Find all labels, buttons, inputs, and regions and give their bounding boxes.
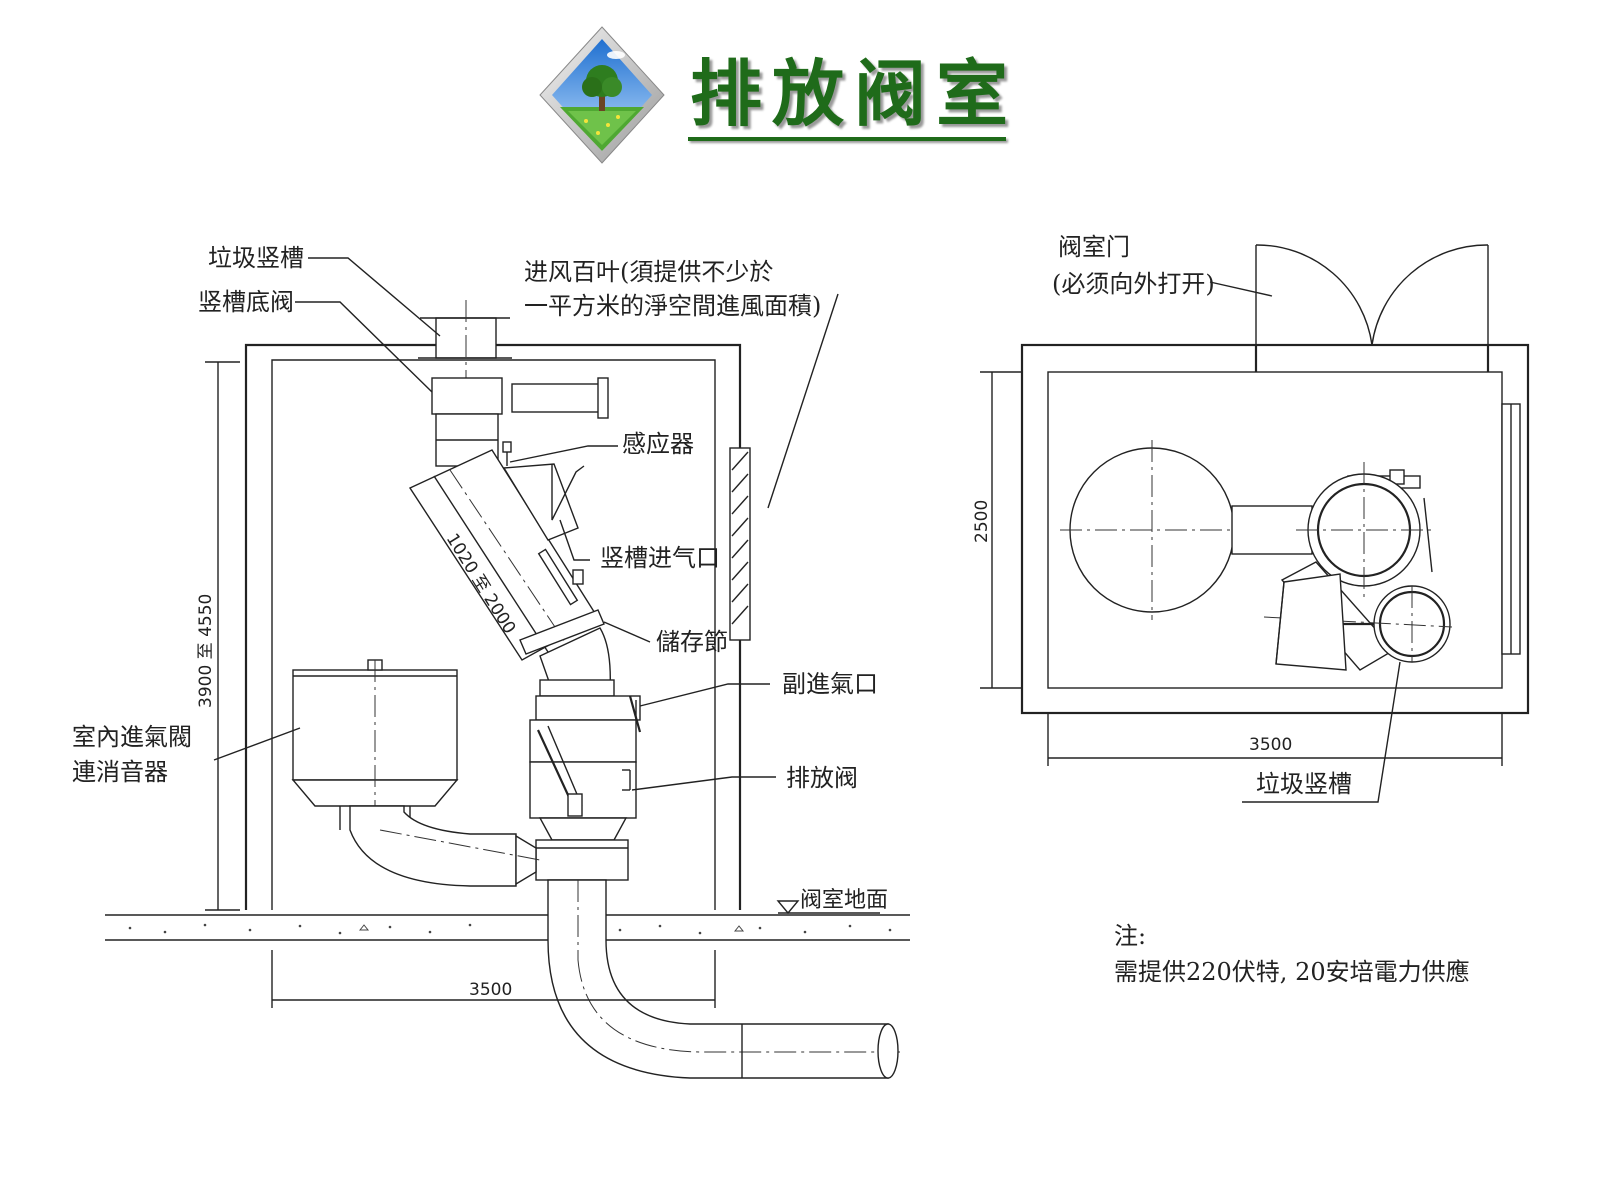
room-floor-label: 阀室地面 (800, 888, 888, 913)
chute-air-inlet-label: 竖槽进气口 (600, 544, 720, 572)
intake-duct (349, 805, 541, 887)
plan-outer-wall (1020, 343, 1530, 715)
room-floor-marker: 阀室地面 (776, 888, 888, 915)
chute-air-inlet (502, 463, 585, 541)
width-dimension: 3500 (271, 950, 716, 1008)
pipe-junction (535, 839, 629, 881)
garbage-chute-label: 垃圾竖槽 (208, 244, 304, 272)
sensor (502, 441, 512, 466)
plan-discharge-valve (1296, 462, 1433, 600)
garbage-chute-top (418, 300, 512, 470)
louver (729, 447, 751, 641)
elevation-view: 阀室地面 (72, 244, 910, 1079)
room-door-label-line1: 阀室门 (1058, 233, 1130, 261)
plan-chute-circle (1263, 573, 1453, 671)
indoor-air-intake-silencer (291, 659, 459, 830)
plan-height-dimension: 2500 (972, 371, 1022, 689)
louver-label-line1: 进风百叶(須提供不少於 (524, 258, 773, 286)
discharge-valve-label: 排放阀 (786, 764, 858, 792)
page-title: 排放阀室 (690, 51, 1019, 136)
storage-section (408, 449, 605, 661)
room-door-label-line2: (必须向外打开) (1052, 270, 1215, 298)
sensor-label: 感应器 (622, 430, 694, 458)
elbow-pipe (539, 627, 615, 697)
note-heading: 注: (1114, 922, 1146, 950)
leader-lines (213, 257, 839, 791)
plan-leader-lines (1209, 281, 1401, 803)
plan-width-dimension-text: 3500 (1249, 735, 1292, 755)
chute-bottom-valve-label: 竖槽底阀 (198, 288, 294, 316)
underground-pipe (547, 879, 900, 1079)
room-door (1254, 244, 1490, 372)
silencer-footprint (1060, 440, 1248, 620)
secondary-air-inlet-label: 副進氣口 (782, 670, 878, 698)
secondary-air-inlet (535, 695, 642, 733)
note-text: 需提供220伏特, 20安培電力供應 (1114, 958, 1470, 986)
ground-slab (105, 914, 910, 941)
plan-louver (1501, 403, 1521, 655)
tree-landscape-logo-icon (539, 26, 665, 164)
height-dimension: 3900 至 4550 (196, 361, 240, 911)
width-dimension-text: 3500 (469, 980, 512, 1000)
chute-bottom-valve (431, 377, 609, 467)
plan-view: 2500 3500 阀室门 (必须向外打开) 垃圾竖槽 (972, 233, 1530, 803)
height-dimension-text: 3900 至 4550 (196, 594, 216, 708)
note: 注: 需提供220伏特, 20安培電力供應 (1114, 922, 1470, 986)
louver-label-line2: 一平方米的淨空間進風面積) (524, 292, 821, 320)
plan-garbage-chute-label: 垃圾竖槽 (1256, 770, 1352, 798)
plan-height-dimension-text: 2500 (972, 500, 992, 543)
title-underline (688, 137, 1006, 141)
indoor-intake-label-line2: 連消音器 (72, 758, 168, 786)
discharge-valve (529, 719, 637, 841)
indoor-intake-label-line1: 室內進氣閥 (72, 723, 192, 751)
plan-width-dimension: 3500 (1047, 713, 1503, 766)
storage-section-label: 儲存節 (656, 628, 728, 656)
